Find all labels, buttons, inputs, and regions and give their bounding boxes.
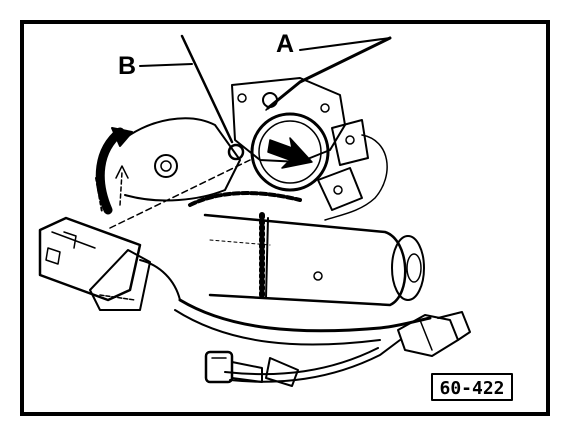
dashed-arrow [115, 165, 129, 206]
mounting-brackets [317, 119, 388, 221]
rotation-direction-arrow [95, 127, 133, 215]
indicator-window [250, 112, 330, 192]
wire-connector-bottom [204, 350, 299, 387]
figure-number-box [431, 373, 513, 401]
gear-disc [119, 117, 241, 202]
control-module [38, 216, 181, 311]
wiring-harness [174, 191, 432, 383]
callout-label-b: B [118, 52, 136, 80]
figure-frame [20, 20, 550, 416]
figure-number: 60-422 [439, 378, 504, 399]
callout-label-a: A [276, 30, 294, 58]
callout-a-leader [265, 36, 392, 111]
wire-connector-right [397, 311, 471, 357]
motor-body [203, 212, 425, 307]
callout-b-leader [139, 34, 245, 161]
alignment-line [109, 159, 251, 229]
